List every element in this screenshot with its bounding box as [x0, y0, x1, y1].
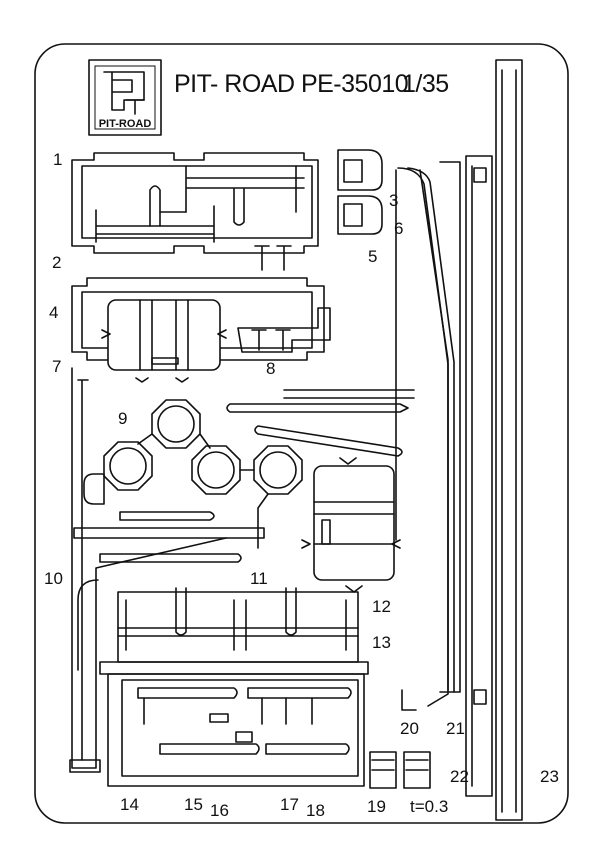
label-17: 17: [280, 795, 299, 814]
part-9-octagon-flanges: [103, 399, 303, 549]
label-21: 21: [446, 719, 465, 738]
thickness-label: t=0.3: [410, 797, 448, 816]
label-16: 16: [210, 801, 229, 820]
label-7: 7: [52, 357, 61, 376]
pit-road-logo: PIT-ROAD: [88, 59, 162, 136]
part-t-connectors: [254, 245, 292, 271]
label-10: 10: [44, 569, 63, 588]
label-20: 20: [400, 719, 419, 738]
part-20-21-long-rails: [395, 161, 461, 711]
label-15: 15: [184, 795, 203, 814]
part-8-bracket: [237, 307, 331, 353]
label-18: 18: [306, 801, 325, 820]
fret-scale: 1/35: [402, 70, 449, 98]
part-10-11-rods: [73, 389, 415, 563]
label-4: 4: [49, 303, 58, 322]
label-1: 1: [53, 150, 62, 169]
label-23: 23: [540, 767, 559, 786]
label-12: 12: [372, 597, 391, 616]
label-5: 5: [368, 247, 377, 266]
label-2: 2: [52, 253, 61, 272]
part-1-frame: [71, 152, 319, 254]
part-7-tank: [101, 299, 227, 383]
label-9: 9: [118, 409, 127, 428]
fret-frame: [34, 43, 569, 824]
part-labels: 1 2 3 4 5 6 7 8 9 10 11 12 13 14 15 16 1…: [44, 150, 559, 820]
label-11: 11: [250, 569, 268, 588]
part-12-tank: [301, 457, 401, 593]
part-14-18-grilles: [99, 587, 369, 787]
part-3-brackets: [337, 149, 383, 235]
label-14: 14: [120, 795, 139, 814]
label-8: 8: [266, 359, 275, 378]
label-6: 6: [394, 219, 403, 238]
label-22: 22: [450, 767, 469, 786]
fret-title: PIT- ROAD PE-35010: [174, 70, 408, 98]
part-10-long-strip: [69, 367, 227, 773]
logo-text: PIT-ROAD: [99, 118, 152, 130]
label-19: 19: [367, 797, 386, 816]
part-4-frame: [71, 277, 325, 361]
part-22-23-long-strips: [465, 59, 523, 821]
part-19-clips: [369, 751, 431, 789]
label-3: 3: [389, 191, 398, 210]
label-13: 13: [372, 633, 391, 652]
